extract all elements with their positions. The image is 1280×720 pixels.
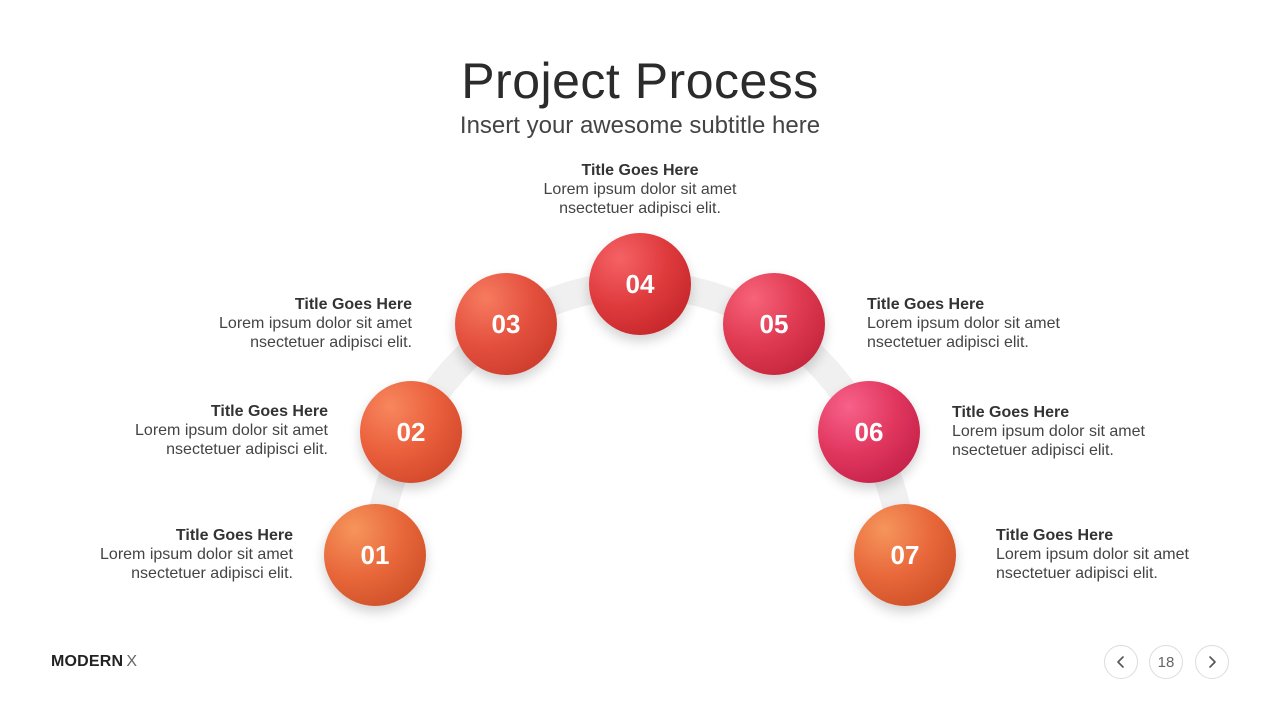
step-desc-line2: nsectetuer adipisci elit. (166, 441, 328, 458)
step-node-01: 01 (324, 504, 426, 606)
step-desc-line2: nsectetuer adipisci elit. (867, 334, 1029, 351)
step-label-04: Title Goes Here Lorem ipsum dolor sit am… (510, 161, 770, 218)
step-node-05: 05 (723, 273, 825, 375)
step-label-02: Title Goes Here Lorem ipsum dolor sit am… (68, 402, 328, 459)
chevron-left-icon (1117, 656, 1124, 668)
brand-name: MODERN (51, 653, 124, 670)
step-node-06: 06 (818, 381, 920, 483)
step-desc-line2: nsectetuer adipisci elit. (250, 334, 412, 351)
step-title: Title Goes Here (175, 527, 293, 544)
step-desc-line1: Lorem ipsum dolor sit amet (543, 181, 737, 198)
step-title: Title Goes Here (581, 162, 699, 179)
step-node-07: 07 (854, 504, 956, 606)
step-desc-line2: nsectetuer adipisci elit. (131, 565, 293, 582)
step-desc-line2: nsectetuer adipisci elit. (996, 565, 1158, 582)
step-label-01: Title Goes Here Lorem ipsum dolor sit am… (33, 526, 293, 583)
next-page-button[interactable] (1195, 645, 1229, 679)
chevron-right-icon (1209, 656, 1216, 668)
step-label-06: Title Goes Here Lorem ipsum dolor sit am… (952, 403, 1212, 460)
step-node-02: 02 (360, 381, 462, 483)
step-title: Title Goes Here (294, 296, 412, 313)
step-desc-line2: nsectetuer adipisci elit. (559, 200, 721, 217)
prev-page-button[interactable] (1104, 645, 1138, 679)
step-label-05: Title Goes Here Lorem ipsum dolor sit am… (867, 295, 1127, 352)
step-desc-line1: Lorem ipsum dolor sit amet (952, 423, 1145, 440)
step-desc-line1: Lorem ipsum dolor sit amet (996, 546, 1189, 563)
page-subtitle: Insert your awesome subtitle here (459, 112, 821, 139)
step-label-03: Title Goes Here Lorem ipsum dolor sit am… (152, 295, 412, 352)
step-desc-line1: Lorem ipsum dolor sit amet (135, 422, 328, 439)
step-title: Title Goes Here (867, 296, 985, 313)
brand-suffix: X (126, 653, 138, 670)
step-desc-line1: Lorem ipsum dolor sit amet (100, 546, 293, 563)
step-title: Title Goes Here (210, 403, 328, 420)
step-node-04: 04 (589, 233, 691, 335)
step-label-07: Title Goes Here Lorem ipsum dolor sit am… (996, 526, 1256, 583)
step-node-03: 03 (455, 273, 557, 375)
page-number: 18 (1149, 645, 1183, 679)
step-title: Title Goes Here (952, 404, 1070, 421)
step-desc-line1: Lorem ipsum dolor sit amet (867, 315, 1060, 332)
step-desc-line2: nsectetuer adipisci elit. (952, 442, 1114, 459)
step-title: Title Goes Here (996, 527, 1114, 544)
step-desc-line1: Lorem ipsum dolor sit amet (219, 315, 412, 332)
page-title: Project Process (461, 53, 819, 109)
